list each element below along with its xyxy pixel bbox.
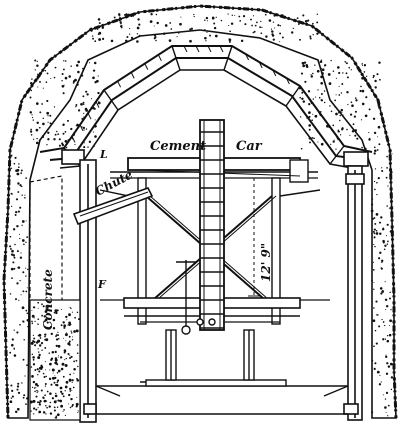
label-letter-f: F [97,278,107,291]
concrete-fill [29,175,81,421]
rock-mass [2,4,398,419]
label-cement: Cement [150,139,206,154]
label-letter-l: L [99,148,108,161]
arch-lining [39,45,373,169]
tunnel-floor [95,379,349,415]
chute [72,187,154,226]
left-wall-post [61,149,97,423]
label-height-dimension: 12' 9" [259,243,273,282]
height-dimension [248,177,260,297]
ladder-tower [199,119,225,331]
screw-jacks [165,260,255,381]
label-car: Car [236,139,263,154]
label-concrete: Concrete [41,269,55,330]
right-wall-post [343,151,369,421]
